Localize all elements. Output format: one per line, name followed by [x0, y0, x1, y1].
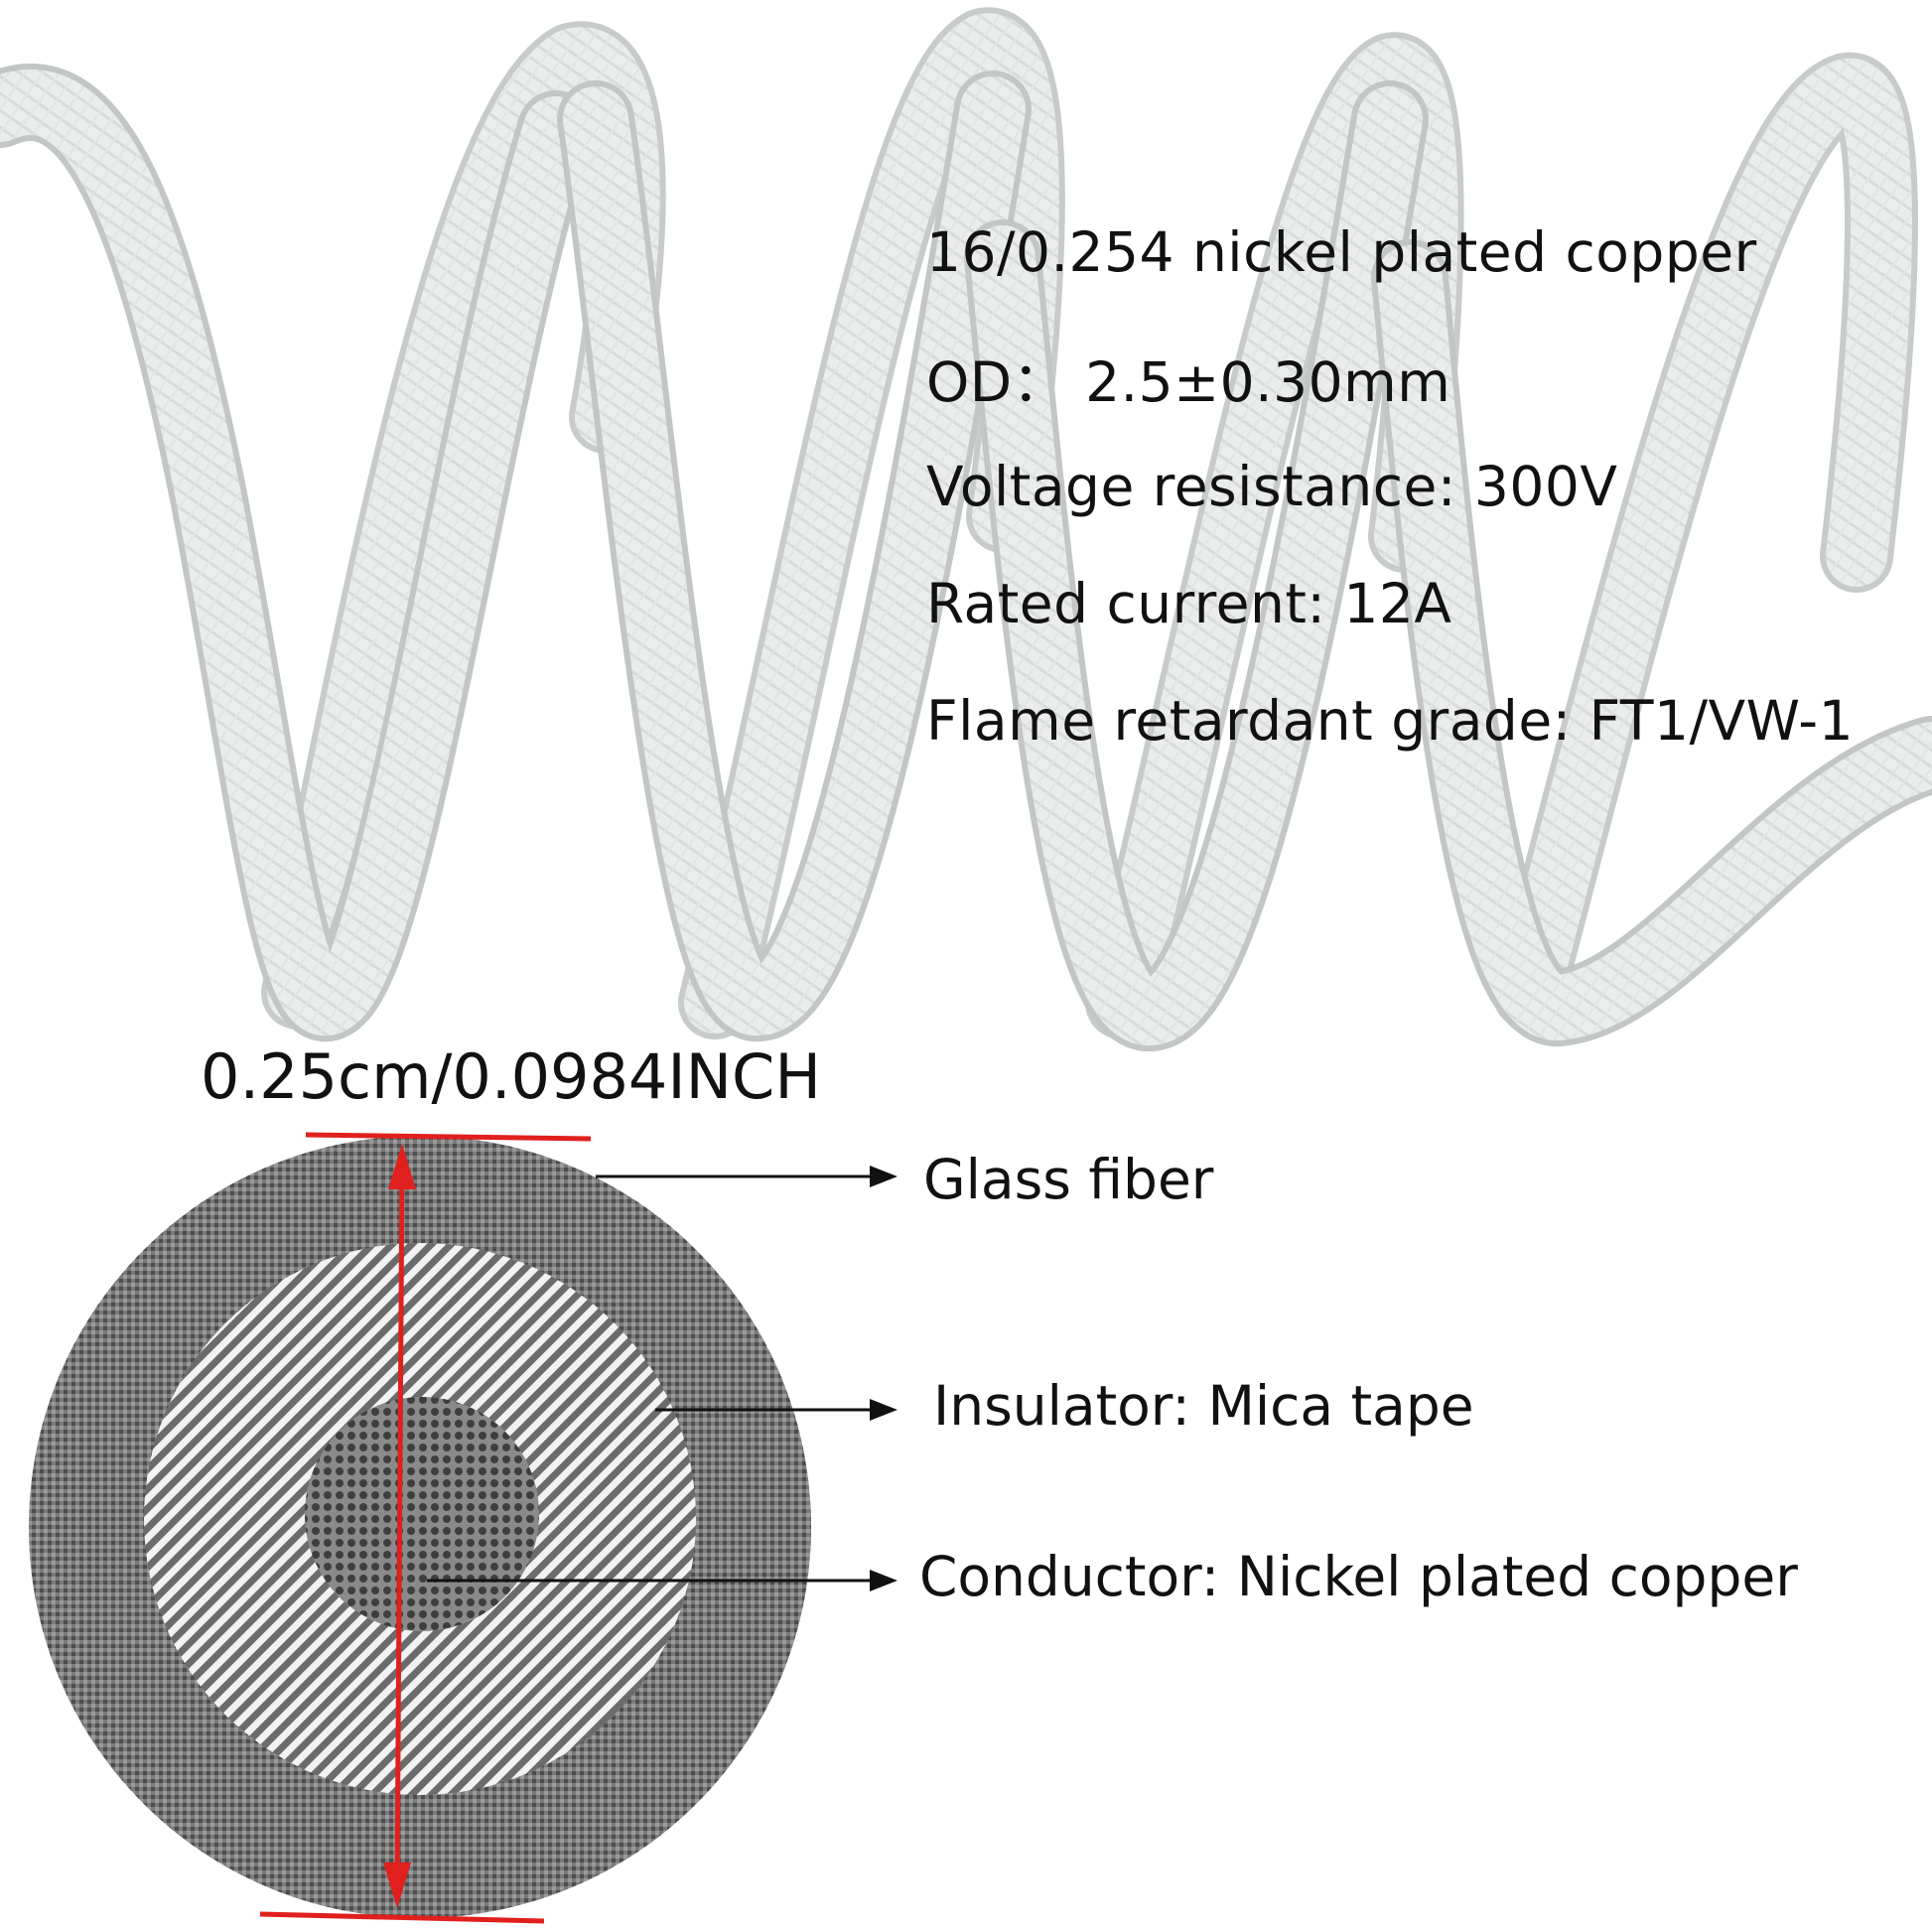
coiled-wire-illustration — [0, 7, 1932, 1051]
spec-outer-diameter: OD： 2.5±0.30mm — [926, 350, 1451, 414]
cross-section-diagram — [29, 1132, 897, 1924]
spec-rated-current: Rated current: 12A — [926, 572, 1452, 635]
nickel-plated-copper-conductor — [305, 1397, 539, 1631]
diameter-dimension-label: 0.25cm/0.0984INCH — [201, 1040, 821, 1113]
spec-voltage-resistance: Voltage resistance: 300V — [926, 455, 1618, 518]
spec-conductor-strands: 16/0.254 nickel plated copper — [926, 220, 1757, 284]
dimension-marker — [259, 1132, 592, 1924]
spec-flame-retardant-grade: Flame retardant grade: FT1/VW-1 — [926, 689, 1855, 753]
insulator-label: Insulator: Mica tape — [933, 1374, 1474, 1438]
glass-fiber-label: Glass fiber — [923, 1148, 1214, 1211]
callout-arrows — [427, 1166, 897, 1591]
conductor-label: Conductor: Nickel plated copper — [919, 1545, 1798, 1608]
